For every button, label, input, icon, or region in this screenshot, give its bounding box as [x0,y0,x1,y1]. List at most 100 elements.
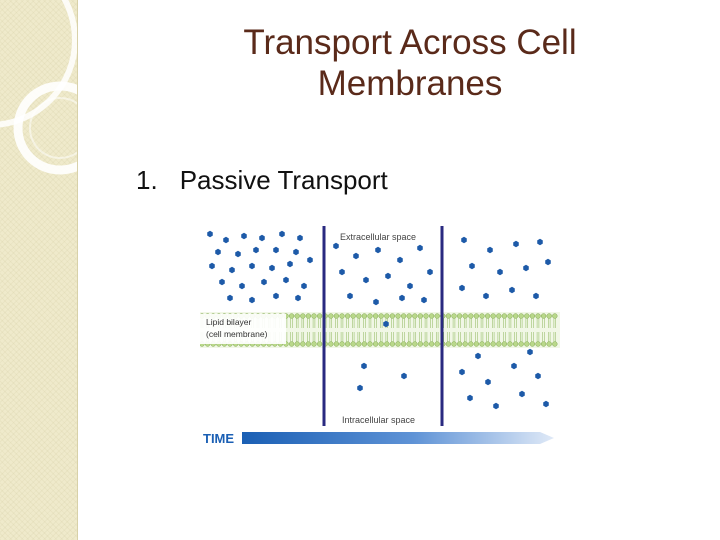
bullet-text: Passive Transport [179,164,388,195]
bilayer-label-line1: Lipid bilayer [206,317,252,327]
lipid-head [406,341,412,347]
molecule [513,240,519,248]
molecule [493,402,499,410]
molecule [279,230,285,238]
passive-transport-diagram: Lipid bilayer (cell membrane) Extracellu… [200,226,560,446]
molecule [269,264,275,272]
molecule [509,286,515,294]
lipid-head [328,341,334,347]
molecule [417,244,423,252]
decorative-circles [0,0,78,175]
lipid-head [288,313,295,319]
molecule [363,276,369,284]
molecule [249,262,255,270]
molecule [207,230,213,238]
molecule [249,296,255,304]
lipid-head [400,313,407,319]
molecule [261,278,267,286]
molecule [235,250,241,258]
lipid-head [389,313,396,319]
lipid-head [372,313,379,319]
lipid-head [535,341,541,347]
molecule [401,372,407,380]
lipid-head [490,341,496,347]
molecule [527,348,533,356]
lipid-head [384,341,390,347]
lipid-head [350,341,356,347]
lipid-head [512,313,519,319]
lipid-head [496,341,502,347]
lipid-head [300,341,306,347]
molecule [397,256,403,264]
molecule [353,252,359,260]
lipid-head [535,313,541,319]
lipid-head [445,341,452,347]
lipid-head [496,313,502,319]
lipid-head [333,341,340,347]
lipid-head [507,313,513,319]
lipid-head [288,341,295,347]
lipid-head [479,341,485,347]
lipid-head [361,341,368,347]
lipid-head [451,313,457,319]
decorative-side-panel [0,0,78,540]
molecule [483,292,489,300]
lipid-head [546,341,552,347]
lipid-head [473,341,480,347]
molecule [543,400,549,408]
lipid-head [451,341,457,347]
intracellular-label: Intracellular space [342,415,415,425]
lipid-head [367,313,373,319]
lipid-head [524,341,530,347]
lipid-head [462,341,468,347]
molecule [357,384,363,392]
lipid-head [406,313,412,319]
lipid-head [434,313,440,319]
molecule [253,246,259,254]
lipid-head [518,341,524,347]
molecule [421,296,427,304]
bullet-item: 1. Passive Transport [130,162,388,198]
molecule [427,268,433,276]
lipid-head [546,313,552,319]
lipid-head [294,313,300,319]
lipid-head [328,313,334,319]
molecule [399,294,405,302]
molecule [497,268,503,276]
molecule [523,264,529,272]
lipid-head [378,313,384,319]
lipid-head [344,341,351,347]
molecule [347,292,353,300]
molecule [545,258,551,266]
solute-molecules [207,230,551,410]
molecule [469,262,475,270]
lipid-head [344,313,351,319]
lipid-head [512,341,519,347]
lipid-head [518,313,524,319]
lipid-head [456,313,463,319]
molecule [461,236,467,244]
lipid-head [462,313,468,319]
lipid-head [294,341,300,347]
molecule [223,236,229,244]
lipid-head [456,341,463,347]
molecule [485,378,491,386]
lipid-head [412,341,418,347]
lipid-head [311,313,317,319]
lipid-head [305,341,312,347]
molecule [209,262,215,270]
molecule [475,352,481,360]
lipid-head [484,341,491,347]
lipid-head [428,341,435,347]
lipid-head [501,313,508,319]
lipid-head [400,341,407,347]
lipid-head [389,341,396,347]
lipid-head [484,313,491,319]
lipid-head [473,313,480,319]
molecule [467,394,473,402]
molecule [533,292,539,300]
lipid-head [434,341,440,347]
lipid-head [423,313,429,319]
molecule [375,246,381,254]
lipid-head [417,313,424,319]
